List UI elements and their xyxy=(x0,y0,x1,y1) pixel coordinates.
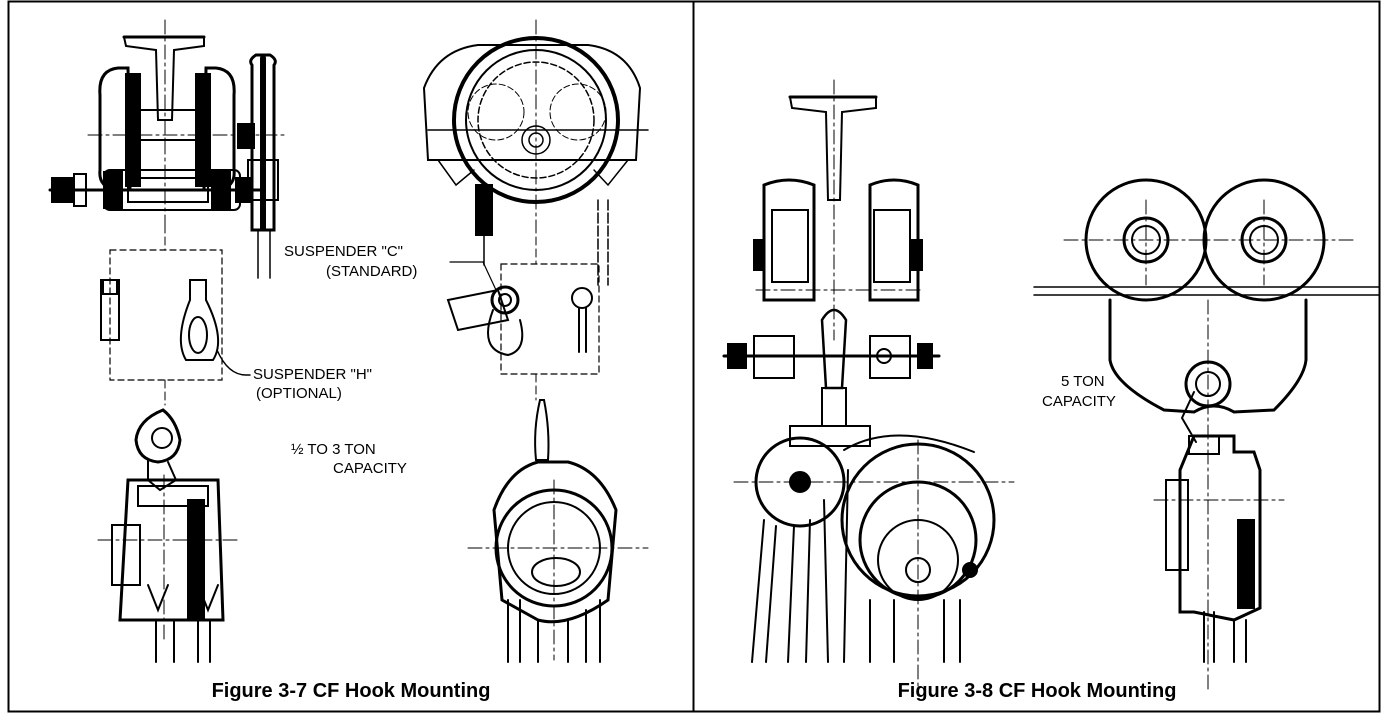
hoist-side-view-5ton xyxy=(1153,434,1285,663)
suspender-h-note: (OPTIONAL) xyxy=(256,385,342,402)
capacity-label-line2: CAPACITY xyxy=(333,460,407,477)
capacity-5ton-line1: 5 TON xyxy=(1061,373,1105,390)
capacity-label-line1: ½ TO 3 TON xyxy=(291,441,376,458)
figure-3-8-panel: 5 TON CAPACITY Figure 3-8 CF Hook Mounti… xyxy=(694,0,1380,713)
i-beam-right-view xyxy=(788,79,878,341)
i-beam-left-view xyxy=(122,19,206,141)
trolley-end-view-5ton xyxy=(1033,178,1380,691)
trolley-end-view xyxy=(422,19,649,286)
figure-3-8-caption: Figure 3-8 CF Hook Mounting xyxy=(897,680,1177,702)
capacity-5ton-line2: CAPACITY xyxy=(1042,393,1116,410)
trolley-side-view xyxy=(48,66,287,226)
suspender-h-parts xyxy=(100,279,251,376)
suspender-c-note: (STANDARD) xyxy=(326,263,418,280)
trolley-side-view-5ton xyxy=(722,178,941,447)
hand-chain-wheel-edge xyxy=(247,53,279,279)
figure-3-7-caption: Figure 3-7 CF Hook Mounting xyxy=(211,680,491,702)
figure-3-7-panel: SUSPENDER "C" (STANDARD) SUSPENDER "H" (… xyxy=(8,0,694,713)
suspender-c-label: SUSPENDER "C" xyxy=(284,243,404,260)
figure-3-7-drawing xyxy=(48,19,649,663)
figure-3-8-drawing xyxy=(722,79,1380,691)
suspender-c-parts xyxy=(446,261,593,357)
suspender-h-label: SUSPENDER "H" xyxy=(253,366,373,383)
hoist-end-view xyxy=(467,399,649,663)
hoist-body-left-view xyxy=(733,434,1015,691)
hook-hoist-left xyxy=(97,408,239,663)
